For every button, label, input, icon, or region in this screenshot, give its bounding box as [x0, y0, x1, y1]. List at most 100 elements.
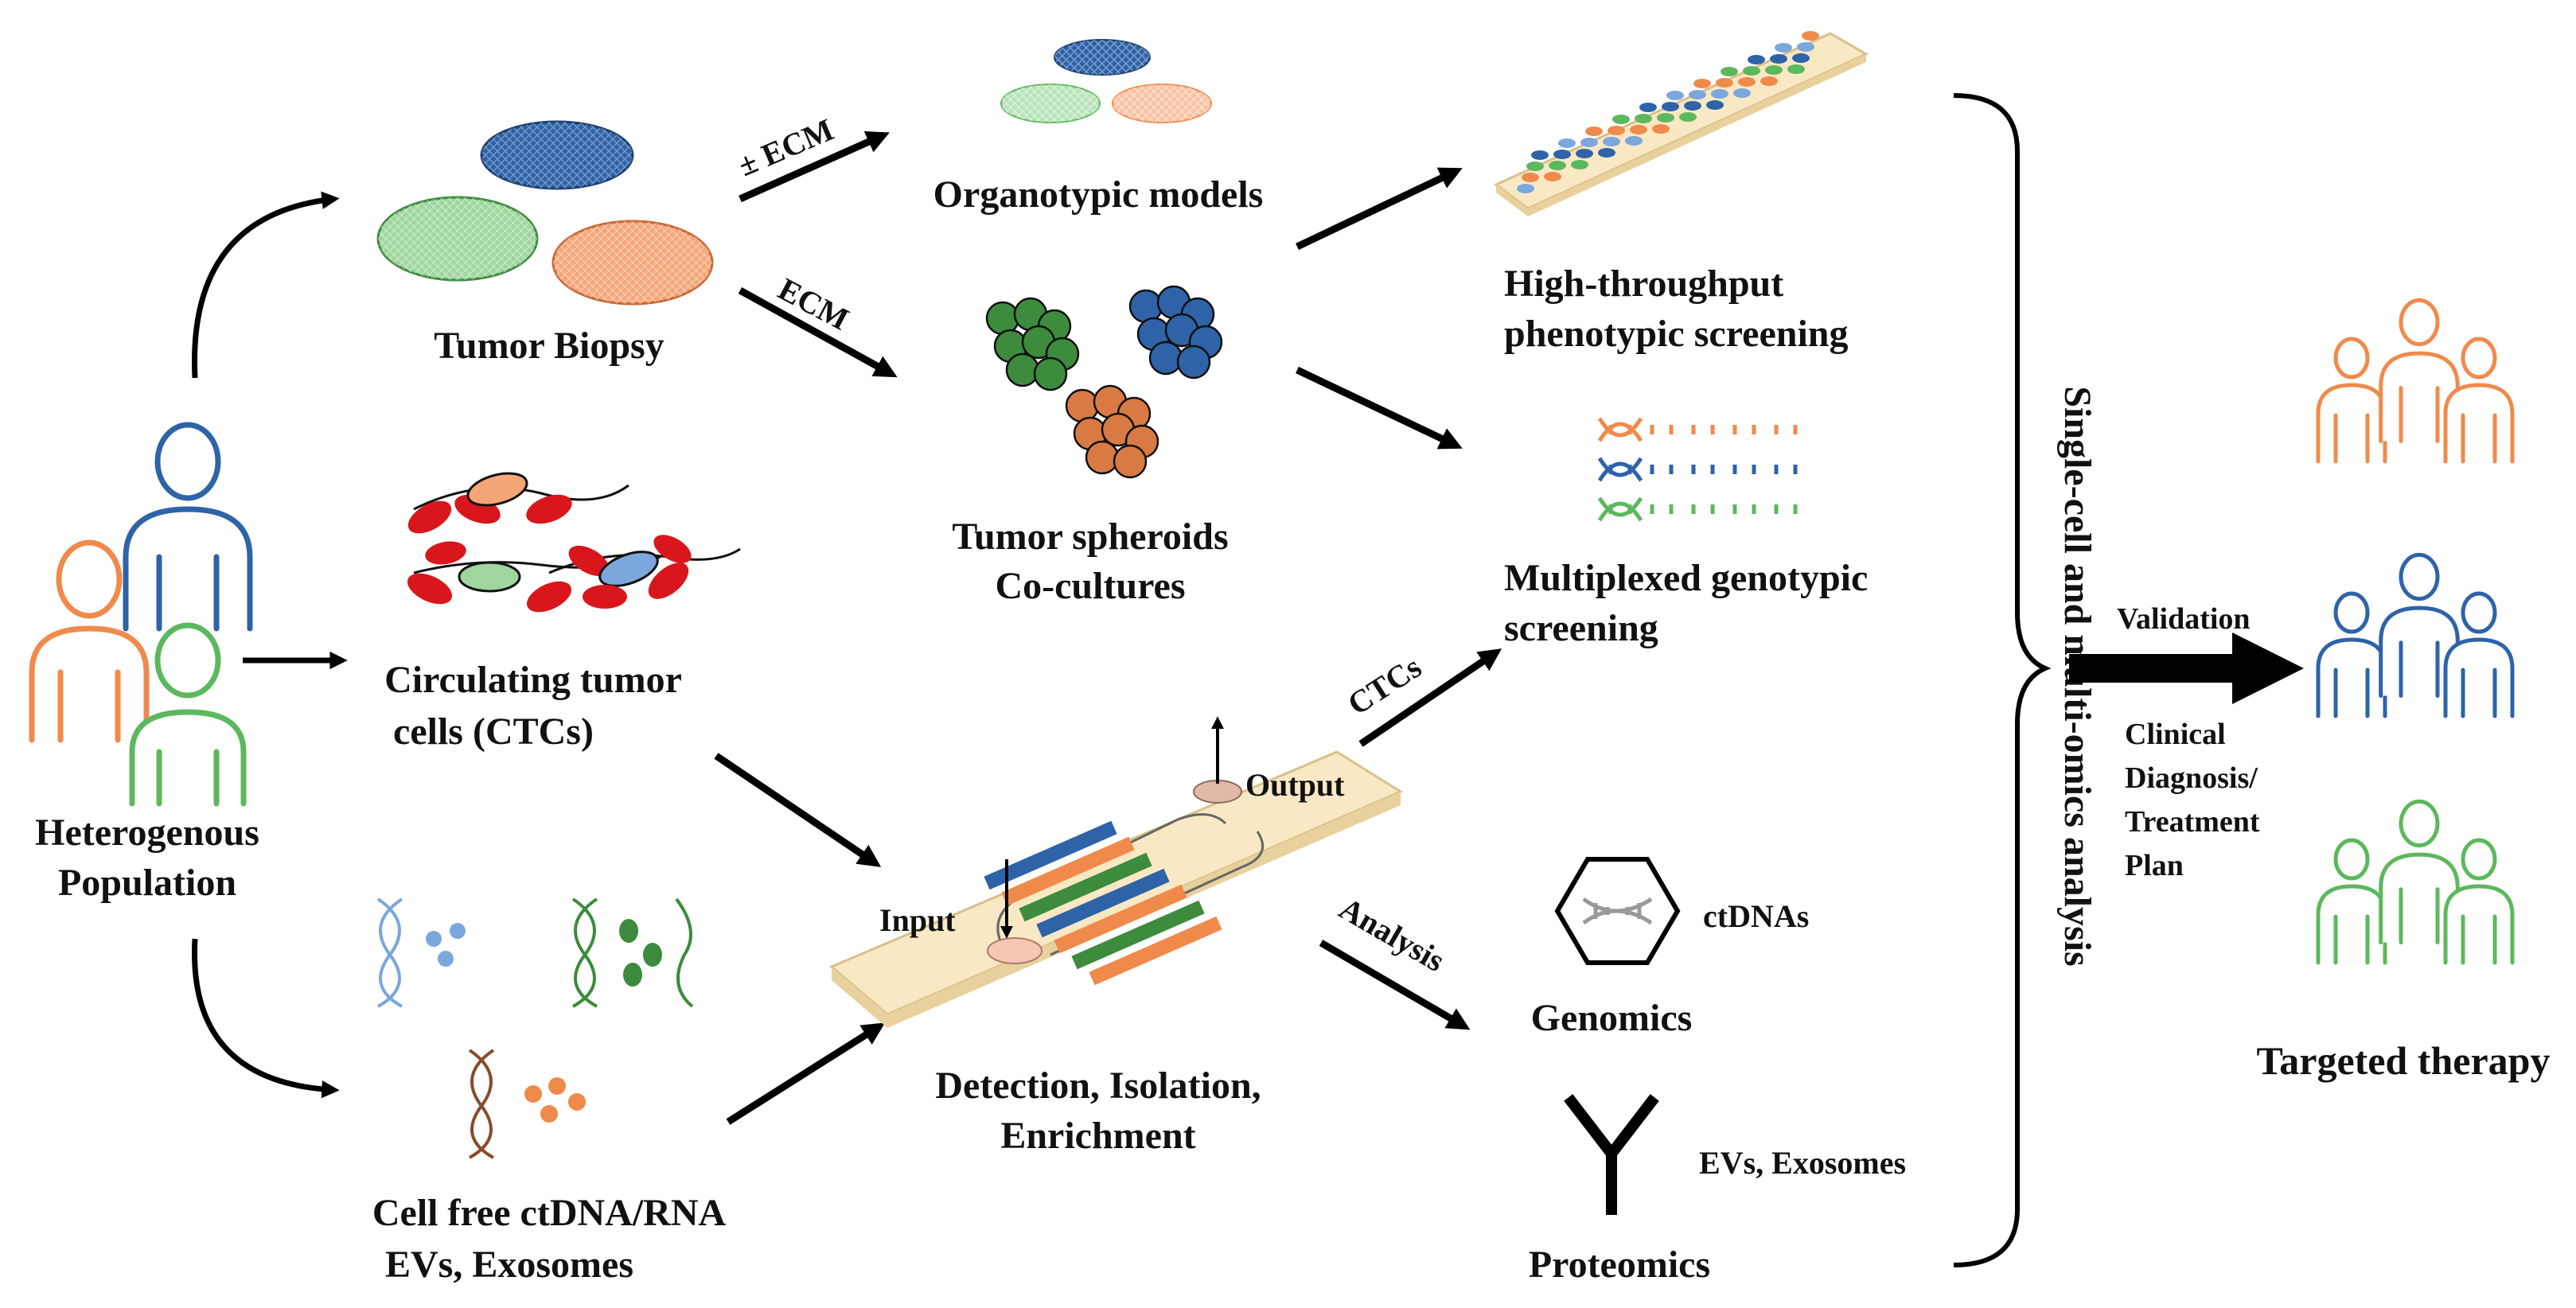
detection-label-1: Detection, Isolation,	[935, 1065, 1261, 1107]
well	[1760, 76, 1778, 86]
spheroids-label-1: Tumor spheroids	[952, 516, 1228, 558]
well	[1517, 184, 1534, 193]
well	[1652, 124, 1670, 134]
clinical-label-2: Diagnosis/	[2125, 761, 2258, 795]
validation-arrow	[2069, 633, 2304, 704]
arrow-to-htp	[1296, 167, 1463, 251]
hexagon-icon	[1554, 857, 1681, 965]
ecm-pm-label: ± ECM	[733, 111, 839, 183]
detection-label-2: Enrichment	[1000, 1115, 1195, 1157]
well	[1693, 79, 1711, 88]
organotypic-label: Organotypic models	[933, 173, 1264, 216]
heterogenous-label-1: Heterogenous	[35, 812, 259, 854]
clinical-label-3: Treatment	[2125, 805, 2260, 839]
antibody-icon	[1564, 1094, 1659, 1215]
well	[1608, 126, 1625, 135]
spheroids-label-2: Co-cultures	[995, 565, 1185, 607]
well	[1716, 78, 1733, 88]
well	[1571, 160, 1588, 169]
well	[1765, 65, 1783, 75]
arrow-to-genotypic	[1296, 366, 1463, 450]
well	[1625, 136, 1643, 146]
well	[1630, 125, 1647, 134]
well	[1733, 88, 1751, 98]
well	[1522, 173, 1539, 182]
heterogenous-label-2: Population	[58, 862, 236, 904]
well	[1711, 89, 1728, 99]
well	[1635, 114, 1652, 123]
validation-label: Validation	[2117, 602, 2251, 636]
well	[1657, 113, 1674, 123]
dna-strand-icon	[1597, 457, 1798, 482]
arrow-to-biopsy	[191, 191, 340, 379]
people-group-icon	[2316, 799, 2515, 965]
well	[1743, 66, 1760, 76]
proteomics-label: Proteomics	[1529, 1244, 1710, 1286]
well	[1797, 42, 1814, 52]
tumor-biopsy-icon	[376, 120, 714, 306]
well	[1639, 103, 1657, 112]
output-label: Output	[1245, 767, 1345, 803]
arrow-to-organotypic	[739, 131, 890, 203]
well	[1721, 67, 1738, 76]
well	[1612, 115, 1630, 124]
clinical-label-1: Clinical	[2125, 718, 2226, 751]
cellfree-dna-icon	[376, 897, 694, 1159]
dna-strands-icon	[1597, 417, 1798, 522]
analysis-label: Analysis	[1334, 890, 1452, 979]
well	[1787, 64, 1805, 74]
well	[1580, 138, 1598, 147]
cellfree-label-1: Cell free ctDNA/RNA	[372, 1192, 727, 1234]
ctc-label-2: cells (CTCs)	[393, 710, 594, 753]
multiplexed-label-1: Multiplexed genotypic	[1504, 557, 1868, 599]
dna-strand-icon	[1597, 417, 1798, 442]
well	[1558, 138, 1576, 148]
arrow-to-spheroids	[738, 287, 898, 378]
input-label: Input	[879, 902, 956, 938]
well	[1738, 77, 1756, 87]
htp-label-2: phenotypic screening	[1504, 313, 1848, 355]
people-group-icon	[2316, 552, 2515, 718]
organotypic-models-icon	[1000, 39, 1212, 123]
people-group-icon	[2316, 298, 2515, 464]
ctdnas-label: ctDNAs	[1703, 898, 1809, 934]
well	[1706, 100, 1724, 110]
well	[1666, 91, 1684, 100]
tumor-spheroids-icon	[985, 285, 1223, 479]
well	[1679, 112, 1697, 122]
cellfree-label-2: EVs, Exosomes	[385, 1244, 633, 1286]
arrow-ctcs-to-screening	[1358, 648, 1502, 747]
evs-label: EVs, Exosomes	[1699, 1145, 1906, 1181]
well	[1553, 150, 1571, 159]
dna-strand-icon	[1597, 496, 1798, 522]
well	[1549, 161, 1566, 170]
well	[1684, 101, 1701, 111]
well	[1598, 148, 1615, 158]
genomics-label: Genomics	[1531, 997, 1693, 1039]
ctc-label-1: Circulating tumor	[384, 659, 682, 701]
well	[1544, 172, 1561, 181]
well	[1689, 90, 1706, 99]
right-bracket	[1953, 93, 2052, 1267]
well	[1770, 54, 1787, 64]
well	[1531, 150, 1549, 160]
arrow-analysis	[1319, 940, 1471, 1030]
microfluidic-chip-icon	[829, 716, 1404, 1028]
well	[1585, 127, 1603, 136]
heterogenous-population-icon	[29, 422, 253, 807]
well	[1526, 162, 1544, 171]
well	[1792, 53, 1810, 63]
tumor-biopsy-label: Tumor Biopsy	[434, 325, 664, 367]
well	[1662, 102, 1679, 111]
clinical-label-4: Plan	[2125, 849, 2184, 882]
arrow-ctc-to-chip	[714, 753, 882, 867]
ctc-cells-icon	[407, 472, 741, 613]
arrow-to-cellfree	[191, 938, 340, 1099]
well	[1775, 43, 1792, 53]
well	[1576, 149, 1593, 158]
arrow-cellfree-to-chip	[726, 1022, 886, 1125]
targeted-therapy-label: Targeted therapy	[2257, 1038, 2551, 1083]
htp-label-1: High-throughput	[1504, 263, 1783, 305]
well	[1802, 31, 1819, 41]
dna-helix-icon	[1582, 897, 1653, 925]
